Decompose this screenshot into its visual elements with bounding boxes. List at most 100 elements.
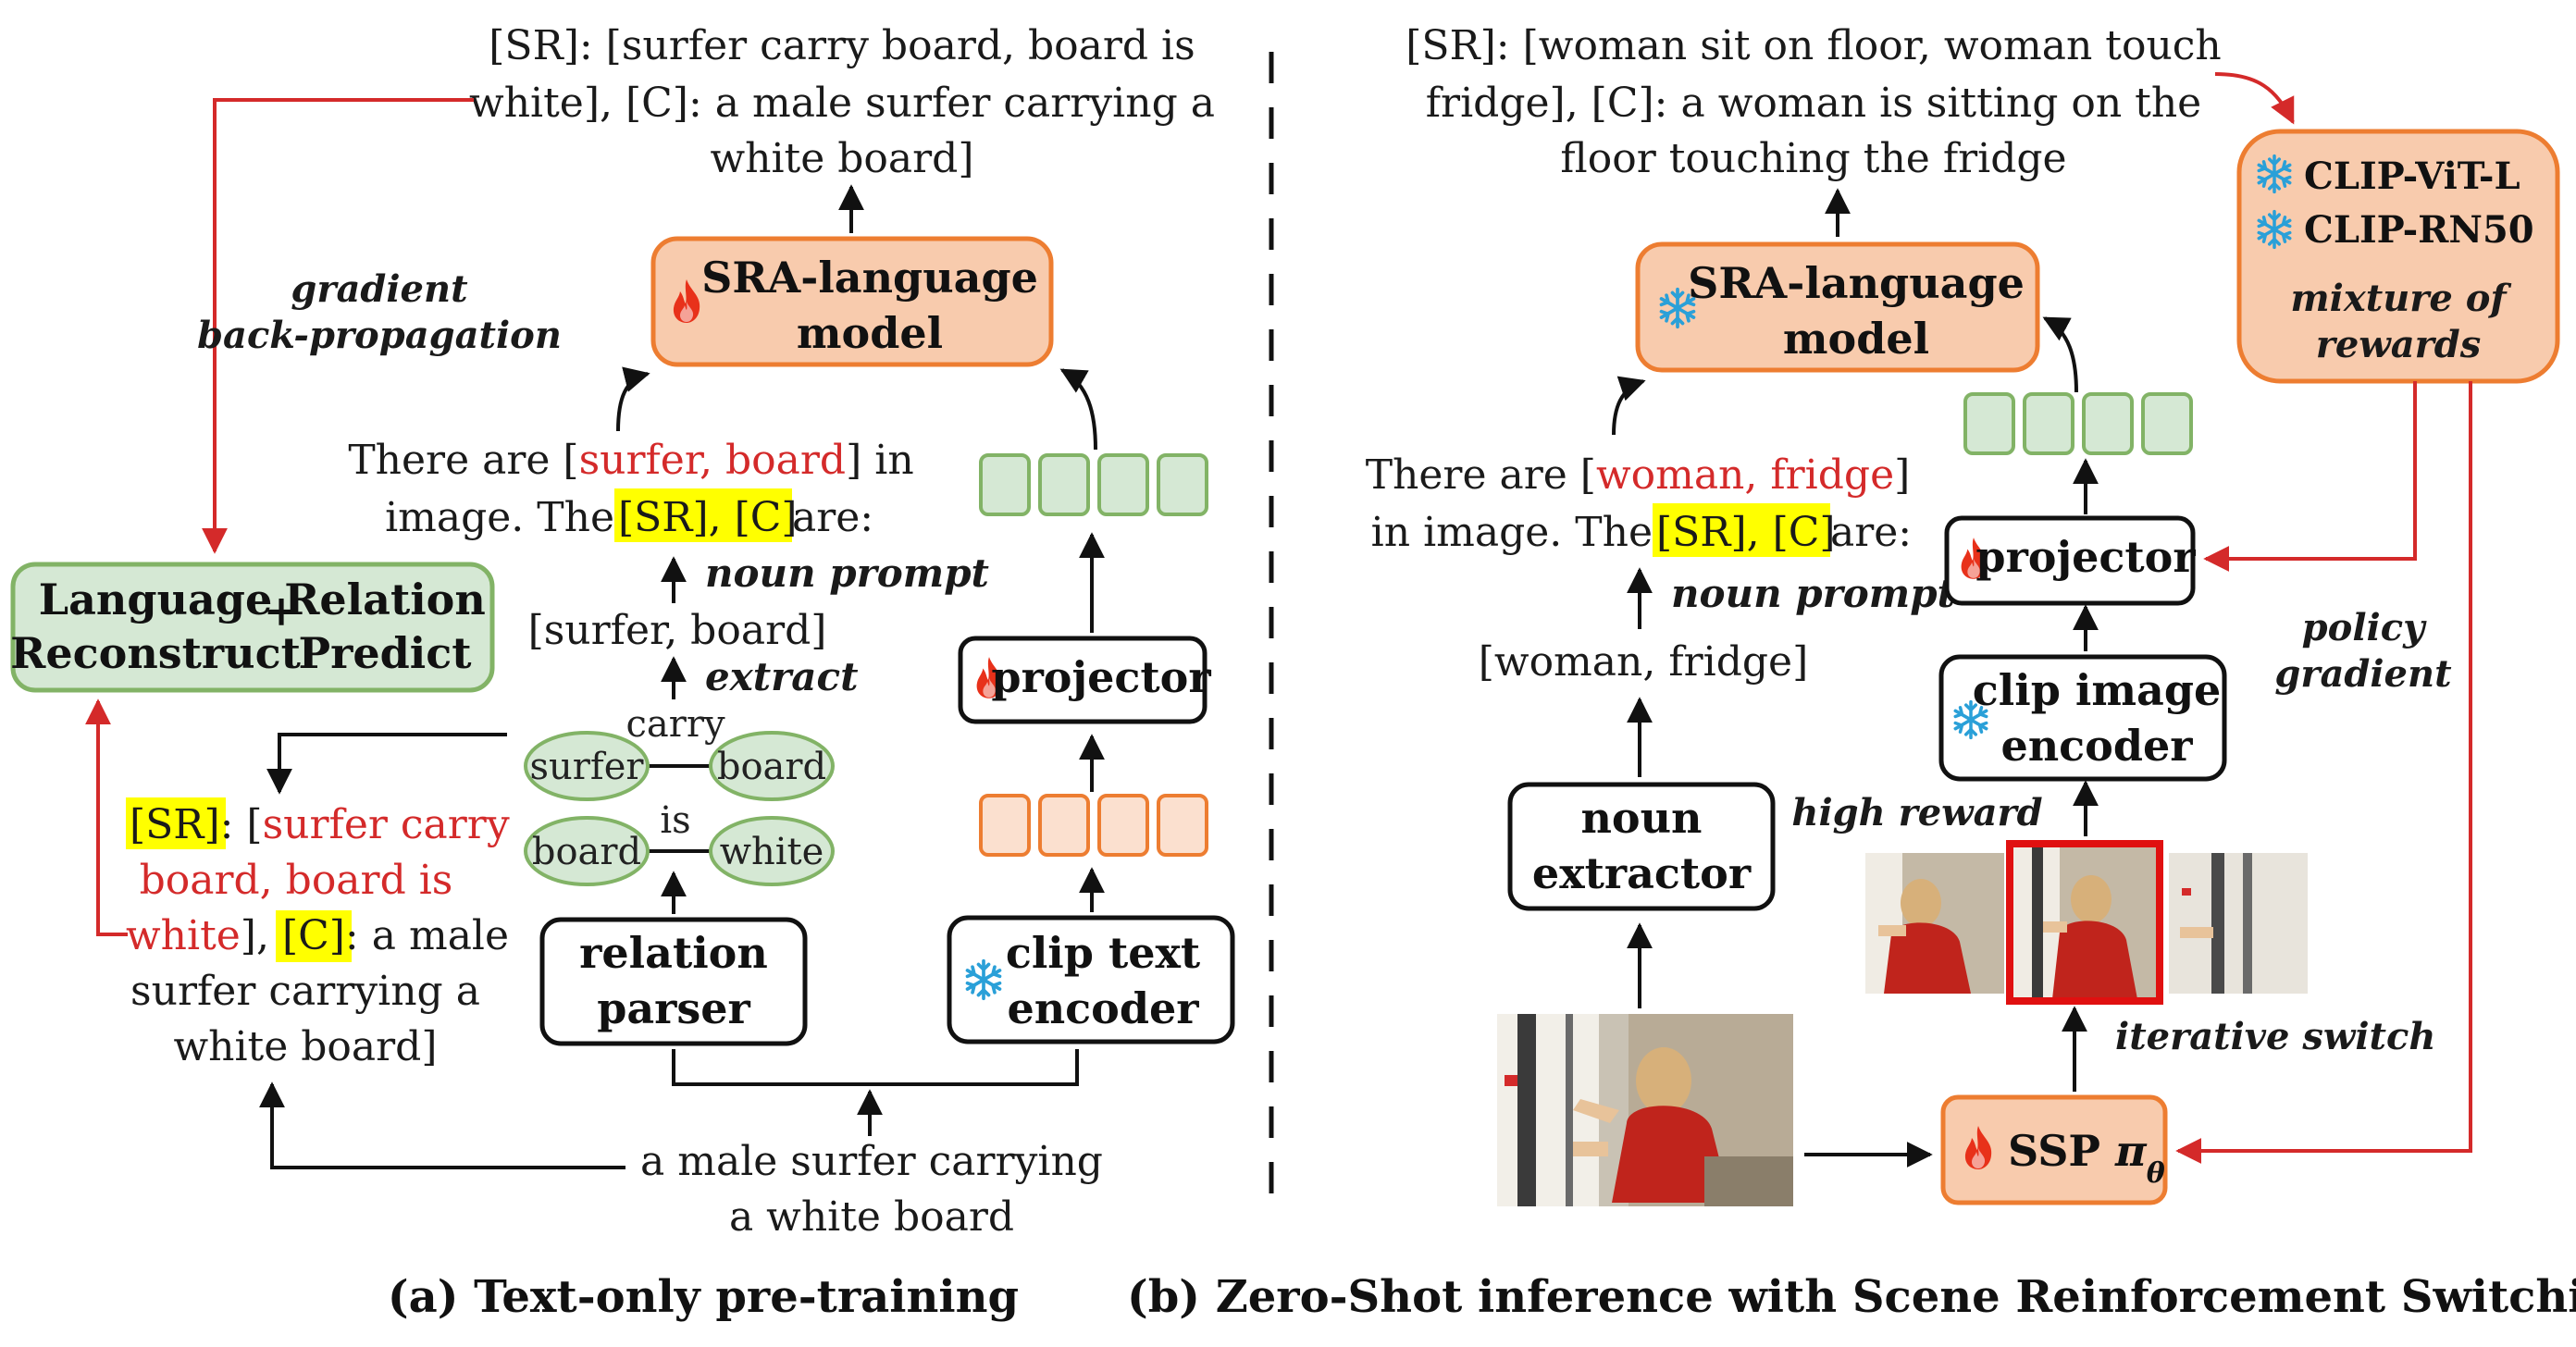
arrow-prompt-to-model-right xyxy=(1612,376,1646,436)
gradient-feedback-arrow xyxy=(202,98,474,554)
clip-text-encoder-box: clip text encoder xyxy=(947,915,1235,1044)
prompt-post: ] in xyxy=(846,437,914,484)
node-board-2 xyxy=(524,816,650,886)
right-projector-box: projector xyxy=(1944,515,2196,606)
prompt-line2-pre: image. The xyxy=(385,494,614,541)
relation-graph: carry surfer board is board white xyxy=(524,703,835,886)
prompt-pre-right: There are [ xyxy=(1366,451,1596,499)
prompt-line2-post: are: xyxy=(792,494,873,541)
ssp-pi: π xyxy=(2114,1126,2148,1176)
left-noun-list: [surfer, board] xyxy=(528,607,827,654)
prompt-line2-post-right: are: xyxy=(1830,509,1912,556)
left-noun-prompt-label: noun prompt xyxy=(705,550,989,596)
relation-parser-line1: relation xyxy=(579,928,768,978)
arrow-tokens-to-model-right xyxy=(2042,316,2078,393)
node-surfer-label: surfer xyxy=(529,746,644,788)
svg-text:There are [surfer, board] in: There are [surfer, board] in xyxy=(348,437,913,484)
left-sra-model-line2: model xyxy=(797,308,943,358)
clip-text-encoder-line2: encoder xyxy=(1007,983,1199,1033)
svg-text:There are [woman, fridge]: There are [woman, fridge] xyxy=(1366,451,1911,499)
iterative-switch-label: iterative switch xyxy=(2115,1015,2435,1058)
rewards-label-line2: rewards xyxy=(2316,323,2481,366)
target-sr-open: [ xyxy=(233,801,262,848)
right-noun-prompt-label: noun prompt xyxy=(1671,571,1955,616)
target-sr-close: ], xyxy=(241,912,282,959)
prompt-highlight-bg-right xyxy=(1653,503,1830,557)
right-projector-label: projector xyxy=(1975,532,2196,582)
left-panel: [SR]: [surfer carry board, board is whit… xyxy=(10,22,1235,1323)
noun-extractor-line2: extractor xyxy=(1532,848,1752,898)
left-prompt: There are [surfer, board] in image. The … xyxy=(348,437,914,542)
clip-text-encoder-line1: clip text xyxy=(1006,928,1201,978)
right-top-caption-line1: [SR]: [woman sit on floor, woman touch xyxy=(1406,22,2222,69)
reward-clip-vit-l: CLIP-ViT-L xyxy=(2304,154,2520,198)
clip-image-encoder-box: clip image encoder xyxy=(1938,654,2227,782)
left-sra-model-line1: SRA-language xyxy=(701,253,1038,303)
prompt-post-right: ] xyxy=(1894,451,1910,499)
policy-gradient-line1: policy xyxy=(2302,606,2427,649)
left-top-caption-line1: [SR]: [surfer carry board, board is xyxy=(489,22,1195,69)
right-projected-tokens xyxy=(1963,392,2193,455)
edge-label-is: is xyxy=(660,799,690,842)
scene-views xyxy=(1865,840,2308,1005)
right-panel: [SR]: [woman sit on floor, woman touch f… xyxy=(1127,22,2576,1323)
token xyxy=(2023,392,2074,455)
embedding xyxy=(1097,794,1149,857)
right-panel-caption: (b) Zero-Shot inference with Scene Reinf… xyxy=(1127,1271,2576,1323)
sr-tag-highlight xyxy=(126,797,226,849)
ssp-theta: θ xyxy=(2147,1157,2165,1190)
input-caption-line2: a white board xyxy=(729,1193,1014,1241)
view-3 xyxy=(2169,853,2308,994)
arrow-input-to-target xyxy=(259,1081,625,1169)
prompt-highlight: [SR], [C] xyxy=(618,494,798,541)
loss-relation-line2: Predict xyxy=(299,628,473,678)
prompt-entities-right: woman, fridge xyxy=(1596,451,1894,499)
prompt-entities: surfer, board xyxy=(579,437,847,484)
right-top-caption-line2: fridge], [C]: a woman is sitting on the xyxy=(1426,80,2201,127)
node-board xyxy=(709,731,835,801)
target-c-line3: white board] xyxy=(173,1023,437,1070)
clip-image-encoder-line2: encoder xyxy=(2000,721,2193,771)
rewards-box: CLIP-ViT-L CLIP-RN50 mixture of rewards xyxy=(2236,129,2560,384)
loss-language-line2: Reconstruct xyxy=(10,628,301,678)
rewards-label-line1: mixture of xyxy=(2290,277,2511,320)
token xyxy=(1097,453,1149,516)
loss-box: Language Reconstruct + Relation Predict xyxy=(10,562,495,693)
ssp-policy-box: SSP πθ xyxy=(1940,1094,2168,1205)
right-sra-model-line2: model xyxy=(1783,314,1929,364)
svg-text:[SR]: [surfer carry: [SR]: [surfer carry xyxy=(130,801,510,848)
arrow-prompt-to-model xyxy=(616,366,650,432)
relation-parser-box: relation parser xyxy=(539,917,808,1046)
noun-extractor-line1: noun xyxy=(1580,793,1702,843)
prompt-line2-pre-right: in image. The xyxy=(1371,509,1653,556)
token xyxy=(1157,453,1208,516)
node-white-label: white xyxy=(720,831,824,873)
gradient-label-line1: gradient xyxy=(291,267,468,311)
input-caption-line1: a male surfer carrying xyxy=(640,1138,1103,1185)
loss-relation-line1: Relation xyxy=(284,575,486,624)
left-projector-label: projector xyxy=(991,652,1211,702)
left-text-embeddings xyxy=(979,794,1208,857)
embedding xyxy=(979,794,1031,857)
token xyxy=(2082,392,2134,455)
node-board-label: board xyxy=(717,746,826,788)
input-photo xyxy=(1497,1014,1793,1206)
loss-plus: + xyxy=(264,586,300,636)
token xyxy=(2141,392,2193,455)
left-panel-caption: (a) Text-only pre-training xyxy=(388,1271,1019,1323)
left-extract-label: extract xyxy=(705,654,858,699)
noun-extractor-box: noun extractor xyxy=(1507,782,1776,911)
left-projected-tokens xyxy=(979,453,1208,516)
high-reward-label: high reward xyxy=(1791,791,2042,834)
left-target-text: [SR]: [surfer carry board, board is whit… xyxy=(126,797,510,1070)
rewards-to-projector-arrow xyxy=(2203,381,2417,572)
loss-language-line1: Language xyxy=(39,575,272,624)
node-white xyxy=(709,816,835,886)
left-sra-language-model: SRA-language model xyxy=(650,236,1054,367)
right-prompt: There are [woman, fridge] in image. The … xyxy=(1366,451,1912,557)
right-top-caption-line3: floor touching the fridge xyxy=(1560,135,2066,182)
prompt-pre: There are [ xyxy=(348,437,578,484)
right-sra-language-model: SRA-language model xyxy=(1635,241,2040,373)
embedding xyxy=(1038,794,1090,857)
